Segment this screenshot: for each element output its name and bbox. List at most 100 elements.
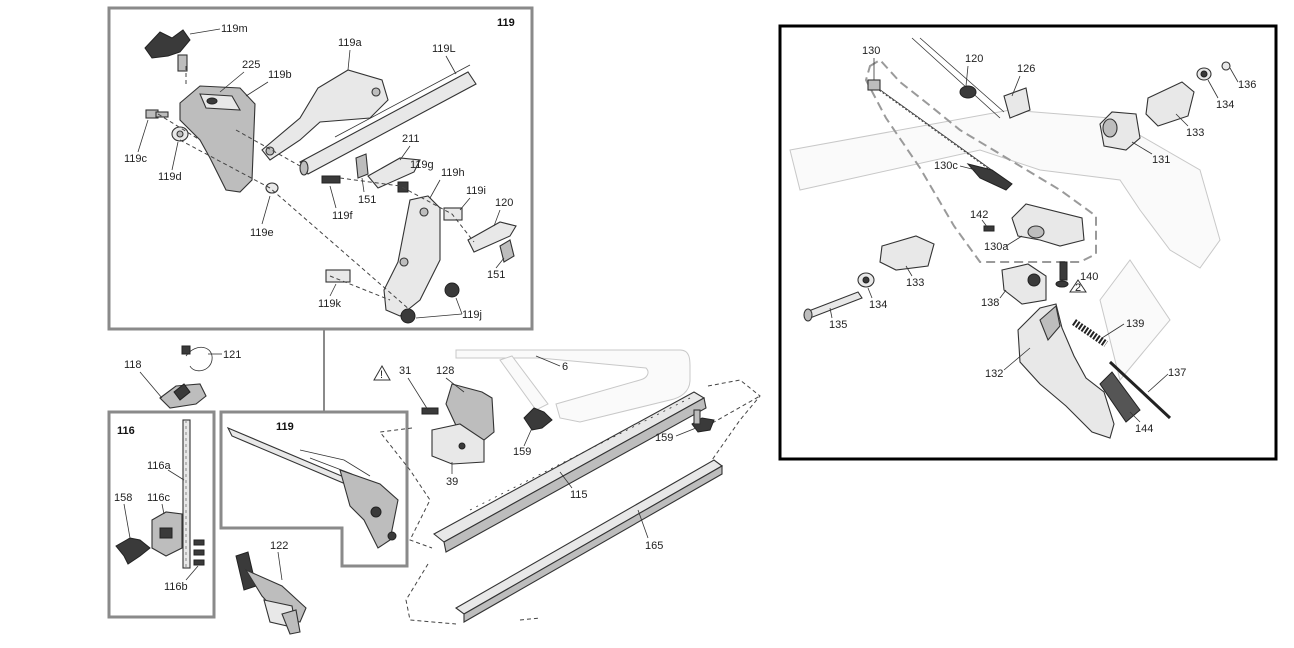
rail-115 bbox=[433, 391, 707, 553]
clip-151-a bbox=[355, 153, 369, 179]
callout-121: 121 bbox=[223, 349, 241, 361]
pin-135 bbox=[803, 291, 863, 322]
grommet-126 bbox=[959, 85, 1031, 119]
bushing-119d bbox=[171, 126, 189, 142]
callout-39: 39 bbox=[446, 476, 458, 488]
assembly-line-119 bbox=[157, 66, 475, 311]
cap-133-mid bbox=[879, 235, 935, 271]
callout-151-b: 151 bbox=[487, 269, 505, 281]
svg-text:!: ! bbox=[380, 369, 383, 381]
screw-119f bbox=[321, 175, 341, 184]
mini-assembly-119 bbox=[226, 426, 399, 549]
callout-31: 31 bbox=[399, 365, 411, 377]
callout-119a: 119a bbox=[338, 37, 363, 49]
lever-130c bbox=[966, 163, 1013, 191]
callout-128: 128 bbox=[436, 365, 454, 377]
frame-ghost bbox=[455, 349, 691, 423]
spring-139 bbox=[1072, 319, 1108, 347]
knob-159-b bbox=[691, 409, 715, 433]
callout-126: 126 bbox=[1017, 63, 1035, 75]
callout-119m: 119m bbox=[221, 23, 248, 35]
grip-144 bbox=[1099, 371, 1141, 423]
callout-225: 225 bbox=[242, 59, 260, 71]
callout-165: 165 bbox=[645, 540, 663, 552]
callout-119h: 119h bbox=[441, 167, 465, 179]
lever-130a bbox=[1011, 203, 1085, 247]
callout-119d: 119d bbox=[158, 171, 182, 183]
callout-119b: 119b bbox=[268, 69, 292, 81]
bolt-31 bbox=[421, 407, 439, 415]
callout-119j: 119j bbox=[462, 309, 482, 321]
callout-134-mid: 134 bbox=[869, 299, 887, 311]
callout-159-a: 159 bbox=[513, 446, 531, 458]
clip-151-b bbox=[499, 239, 515, 263]
callout-118: 118 bbox=[124, 359, 142, 371]
callout-132: 132 bbox=[985, 368, 1003, 380]
knob-119m bbox=[144, 29, 191, 72]
callout-6: 6 bbox=[562, 361, 568, 373]
assembly-122 bbox=[235, 551, 307, 635]
callout-119c: 119c bbox=[124, 153, 148, 165]
callout-119: 119 bbox=[497, 17, 515, 29]
callout-133-top: 133 bbox=[1186, 127, 1204, 139]
rod-116a bbox=[182, 419, 191, 569]
bracket-119b bbox=[179, 85, 256, 193]
warning-140: 2 bbox=[1069, 279, 1087, 294]
callout-119f: 119f bbox=[332, 210, 354, 222]
callout-116c: 116c bbox=[147, 492, 171, 504]
screw-142 bbox=[983, 225, 995, 232]
callout-211: 211 bbox=[402, 133, 420, 145]
callout-116a: 116a bbox=[147, 460, 172, 472]
callout-140: 140 bbox=[1080, 271, 1098, 283]
callout-130: 130 bbox=[862, 45, 880, 57]
bushing-134-top bbox=[1196, 67, 1212, 81]
bushing-134-mid bbox=[857, 272, 875, 288]
nut-119j bbox=[400, 282, 460, 324]
callout-115: 115 bbox=[570, 489, 588, 501]
nut-119g bbox=[397, 181, 409, 193]
bolt-140 bbox=[1055, 261, 1069, 288]
cable-120-right bbox=[911, 37, 1005, 119]
callout-122: 122 bbox=[270, 540, 288, 552]
screws-116b bbox=[193, 539, 205, 566]
callout-120-left: 120 bbox=[495, 197, 513, 209]
callout-130c: 130c bbox=[934, 160, 958, 172]
pedal-132 bbox=[1017, 303, 1115, 439]
callout-142: 142 bbox=[970, 209, 988, 221]
callout-119L: 119L bbox=[432, 43, 456, 55]
callout-135: 135 bbox=[829, 319, 847, 331]
shaft-119L bbox=[299, 64, 477, 176]
callout-133-mid: 133 bbox=[906, 277, 924, 289]
callout-139: 139 bbox=[1126, 318, 1144, 330]
callout-137: 137 bbox=[1168, 367, 1186, 379]
callout-119-mid: 119 bbox=[276, 421, 294, 433]
assembly-dashline bbox=[379, 379, 761, 625]
callout-116b: 116b bbox=[164, 581, 188, 593]
rail-165 bbox=[455, 459, 723, 623]
callout-119k: 119k bbox=[318, 298, 342, 310]
knob-159-a bbox=[523, 407, 553, 431]
callout-159-b: 159 bbox=[655, 432, 673, 444]
callout-130a: 130a bbox=[984, 241, 1009, 253]
callout-138: 138 bbox=[981, 297, 999, 309]
callout-119e: 119e bbox=[250, 227, 274, 239]
svg-text:2: 2 bbox=[1075, 282, 1081, 294]
callout-134-top: 134 bbox=[1216, 99, 1234, 111]
callout-144: 144 bbox=[1135, 423, 1153, 435]
callout-119i: 119i bbox=[466, 185, 486, 197]
dashed-subassembly-outline bbox=[864, 58, 1097, 263]
block-116c bbox=[151, 511, 183, 557]
wire-121 bbox=[181, 345, 213, 372]
washer-119e bbox=[265, 182, 279, 194]
callout-136: 136 bbox=[1238, 79, 1256, 91]
block-138 bbox=[1001, 263, 1047, 305]
bracket-128 bbox=[431, 383, 495, 465]
plate-119h bbox=[383, 195, 441, 317]
callout-151-a: 151 bbox=[358, 194, 376, 206]
knob-158 bbox=[115, 537, 151, 565]
pin-119i bbox=[443, 207, 463, 221]
rod-137 bbox=[1108, 360, 1172, 420]
callout-116: 116 bbox=[117, 425, 135, 437]
callout-158: 158 bbox=[114, 492, 132, 504]
